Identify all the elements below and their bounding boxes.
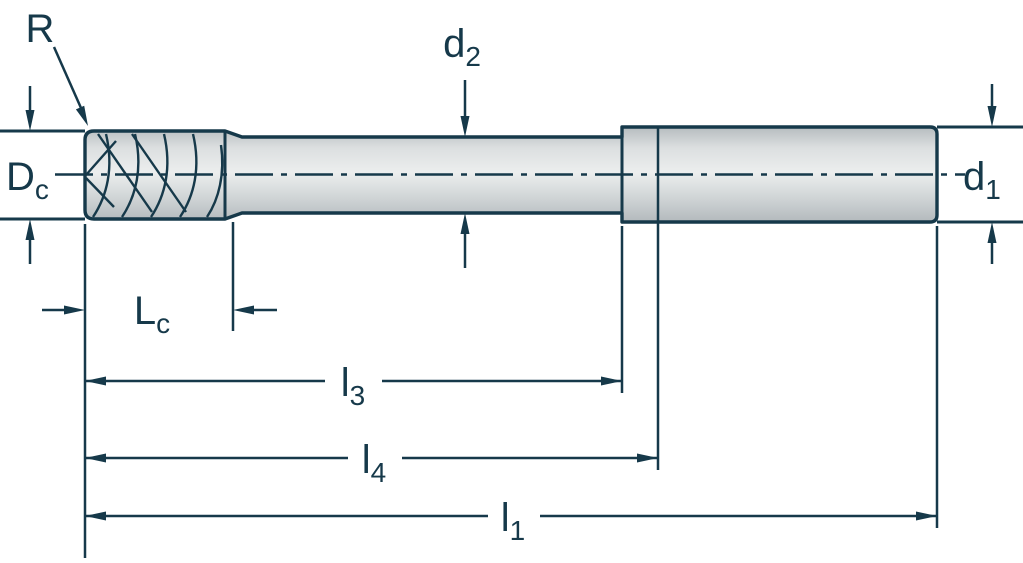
- label-r: R: [26, 7, 55, 51]
- extension-lines: [83, 127, 939, 558]
- label-d2: d2: [443, 22, 481, 72]
- l1-right-arrow: [916, 511, 937, 521]
- dim-cutting-length: Lc: [42, 289, 277, 339]
- label-d1: d1: [963, 155, 1001, 205]
- dim-length-l4: l4: [85, 438, 658, 488]
- radius-arrow: [75, 105, 88, 126]
- dim-length-l3: l3: [85, 361, 622, 411]
- radius-leader-line: [52, 46, 83, 109]
- d1-top-arrow: [987, 106, 997, 127]
- dim-overall-length: l1: [85, 496, 937, 546]
- l4-left-arrow: [85, 453, 106, 463]
- dim-neck-diameter: d2: [443, 22, 481, 268]
- label-l1: l1: [501, 496, 525, 546]
- dim-shank-diameter: d1: [937, 84, 1023, 264]
- d2-bottom-arrow: [460, 213, 470, 234]
- label-dc: Dc: [6, 155, 49, 205]
- dim-corner-radius: R: [26, 7, 88, 126]
- d2-top-arrow: [460, 116, 470, 137]
- label-l3: l3: [341, 361, 365, 411]
- l4-right-arrow: [637, 453, 658, 463]
- dim-cutting-diameter: Dc: [0, 86, 85, 264]
- dc-top-arrow: [25, 110, 35, 131]
- label-l4: l4: [362, 438, 386, 488]
- l3-left-arrow: [85, 376, 106, 386]
- label-lc: Lc: [134, 289, 170, 339]
- end-tooth-lines: [85, 133, 187, 213]
- lc-left-arrow: [64, 305, 85, 315]
- lc-right-arrow: [233, 305, 254, 315]
- tool-drawing: [55, 125, 965, 224]
- l1-left-arrow: [85, 511, 106, 521]
- d1-bottom-arrow: [987, 222, 997, 243]
- l3-right-arrow: [601, 376, 622, 386]
- dc-bottom-arrow: [25, 219, 35, 240]
